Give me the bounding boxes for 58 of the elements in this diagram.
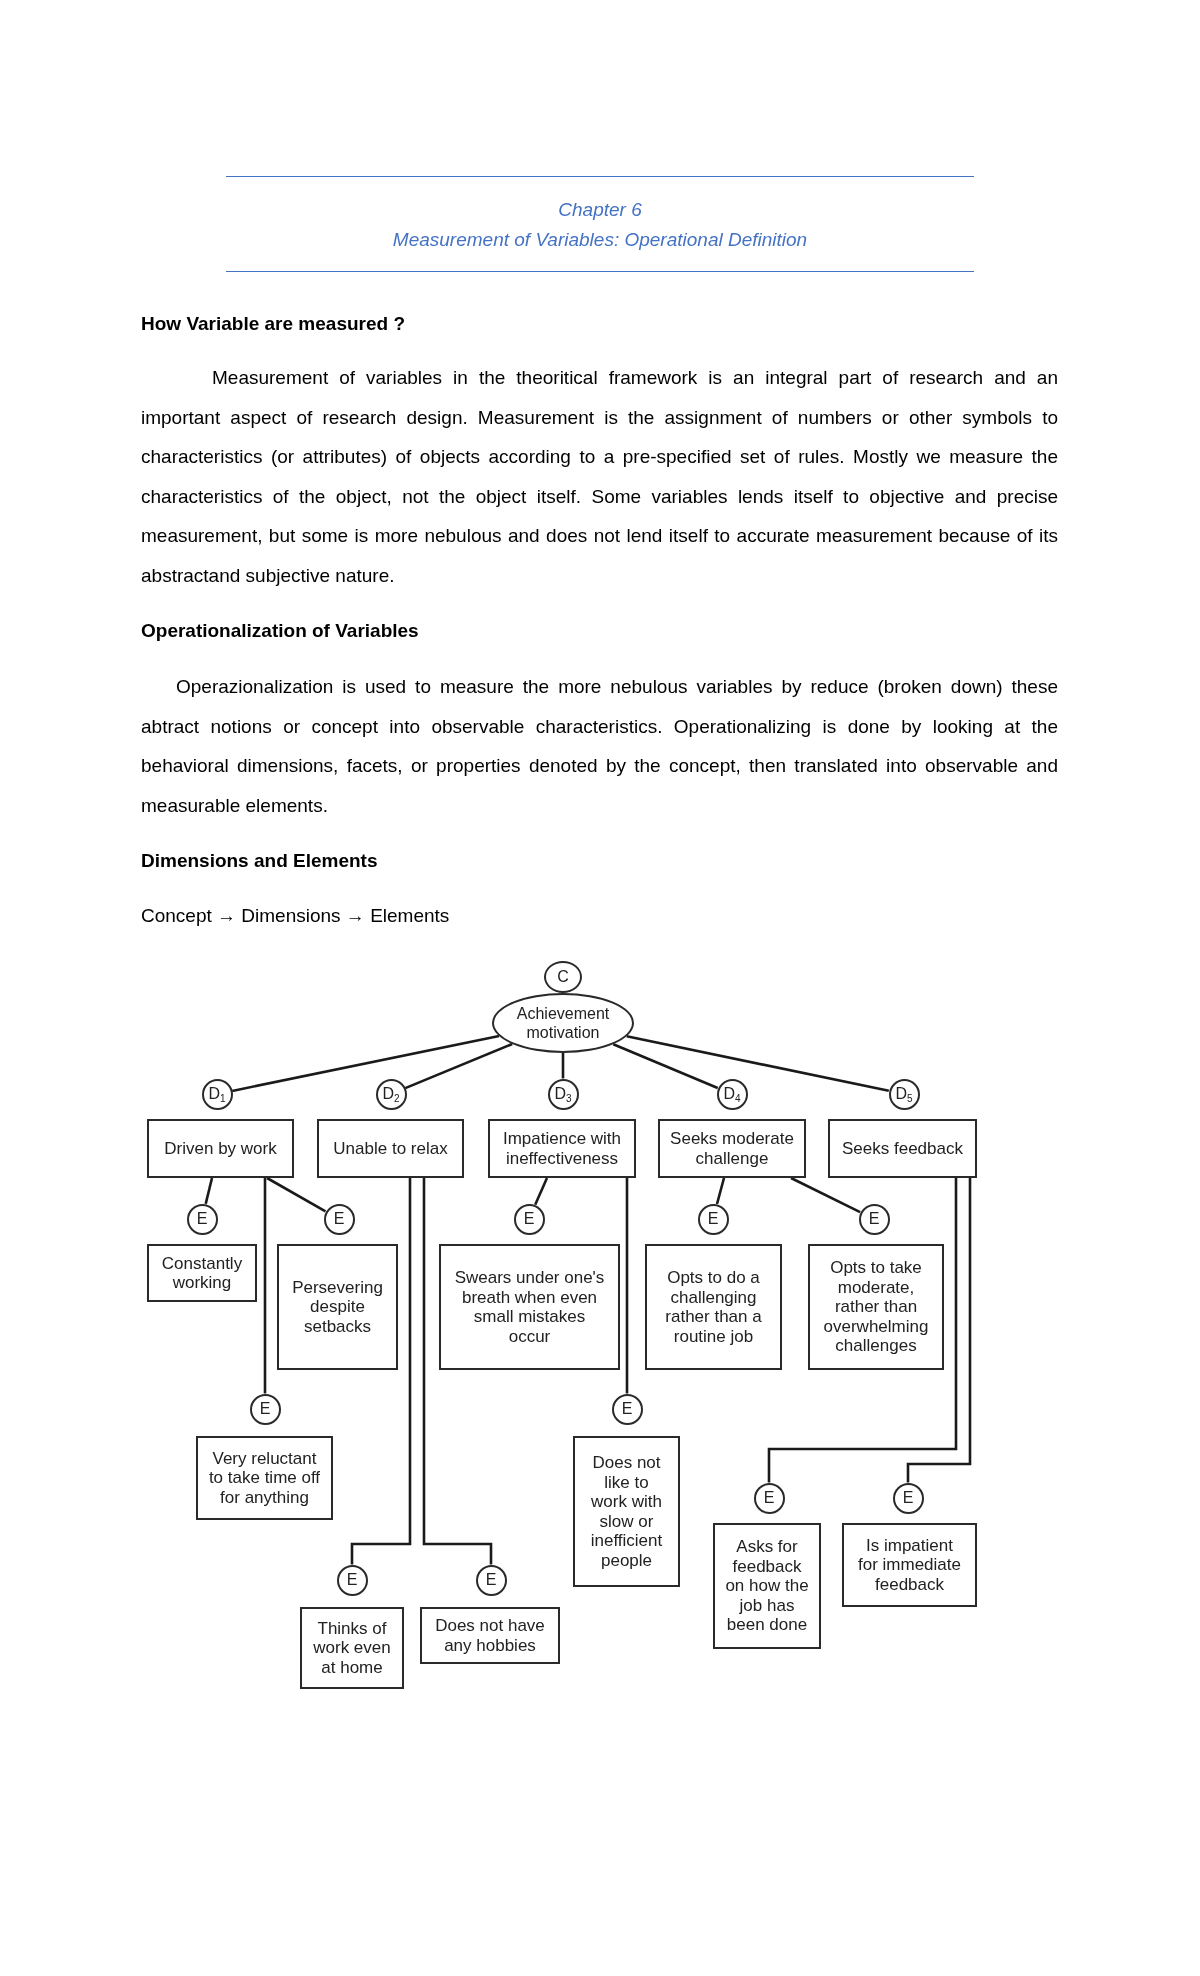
chapter-header-text: Measurement of Variables: Operational Definition xyxy=(392,228,808,252)
dimension-marker: D$_{5}$ xyxy=(888,1078,920,1110)
connector-line xyxy=(204,1177,214,1205)
connector-line xyxy=(767,1178,958,1483)
element-box: Persevering despite setbacks xyxy=(277,1244,398,1370)
body-paragraph: Measurement of variables in the theoritical framework is an integral part of research and an important aspect of research design. Measurement is the assignment of numbers or other symbols to characteristics (or attributes) of objects according to a pre-specified set of rules. Mostly we measure the characteristics of the object, not the object itself. Some variables lends itself to objective and precise measurement, but some is more nebulous and does not lend itself to accurate measurement because of its abstractand subjective nature. xyxy=(141,366,1058,588)
dimension-marker: D$_{1}$ xyxy=(201,1078,233,1110)
element-box: Swears under one's breath when even small mistakes occur xyxy=(439,1244,620,1370)
connector-line xyxy=(625,1178,629,1394)
dimension-marker: D$_{4}$ xyxy=(716,1078,748,1110)
element-box: Thinks of work even at home xyxy=(300,1607,404,1689)
element-box: Asks for feedback on how the job has been done xyxy=(713,1523,821,1649)
element-marker: E xyxy=(336,1564,368,1596)
connector-line xyxy=(263,1178,267,1394)
connector-line xyxy=(790,1176,861,1214)
concept-marker: C xyxy=(544,961,582,993)
element-box: Opts to do a challenging rather than a routine job xyxy=(645,1244,782,1370)
dimension-box: Seeks feedback xyxy=(828,1119,977,1178)
dimension-box: Unable to relax xyxy=(317,1119,464,1178)
dimension-box: Seeks moderate challenge xyxy=(658,1119,806,1178)
element-box: Does not like to work with slow or inefficient people xyxy=(573,1436,680,1587)
element-marker: E xyxy=(186,1203,218,1235)
connector-line xyxy=(534,1177,549,1206)
element-marker: E xyxy=(513,1203,545,1235)
section-heading: Dimensions and Elements xyxy=(141,849,378,873)
section-heading: How Variable are measured ? xyxy=(141,312,405,336)
connector-line xyxy=(626,1035,890,1093)
chapter-header-text: Chapter 6 xyxy=(558,198,642,222)
connector-line xyxy=(231,1034,500,1093)
connector-line xyxy=(422,1178,493,1565)
connector-line xyxy=(404,1042,513,1090)
connector-line xyxy=(906,1178,972,1483)
element-marker: E xyxy=(611,1393,643,1425)
connector-line xyxy=(715,1177,726,1205)
element-marker: E xyxy=(697,1203,729,1235)
connector-line xyxy=(612,1043,719,1090)
element-box: Is impatient for immediate feedback xyxy=(842,1523,977,1607)
flow-text: Concept → Dimensions → Elements xyxy=(141,904,450,928)
connector-line xyxy=(350,1178,412,1565)
dimension-marker: D$_{2}$ xyxy=(375,1078,407,1110)
element-marker: E xyxy=(475,1564,507,1596)
concept-ellipse: Achievement motivation xyxy=(492,993,634,1053)
section-heading: Operationalization of Variables xyxy=(141,619,419,643)
element-marker: E xyxy=(892,1482,924,1514)
element-marker: E xyxy=(858,1203,890,1235)
dimension-marker: D$_{3}$ xyxy=(547,1078,579,1110)
element-marker: E xyxy=(753,1482,785,1514)
element-marker: E xyxy=(323,1203,355,1235)
connector-line xyxy=(266,1176,327,1213)
element-box: Constantly working xyxy=(147,1244,257,1302)
body-paragraph: Operazionalization is used to measure the more nebulous variables by reduce (broken down) these abtract notions or concept into observable characteristics. Operationalizing is done by looking at the behavioral dimensions, facets, or properties denoted by the concept, then translated into observable and measurable elements. xyxy=(141,675,1058,818)
element-marker: E xyxy=(249,1393,281,1425)
element-box: Opts to take moderate, rather than overwhelming challenges xyxy=(808,1244,944,1370)
dimension-box: Driven by work xyxy=(147,1119,294,1178)
element-box: Does not have any hobbies xyxy=(420,1607,560,1664)
connector-line xyxy=(561,1053,565,1079)
element-box: Very reluctant to take time off for anything xyxy=(196,1436,333,1520)
dimension-box: Impatience with ineffectiveness xyxy=(488,1119,636,1178)
